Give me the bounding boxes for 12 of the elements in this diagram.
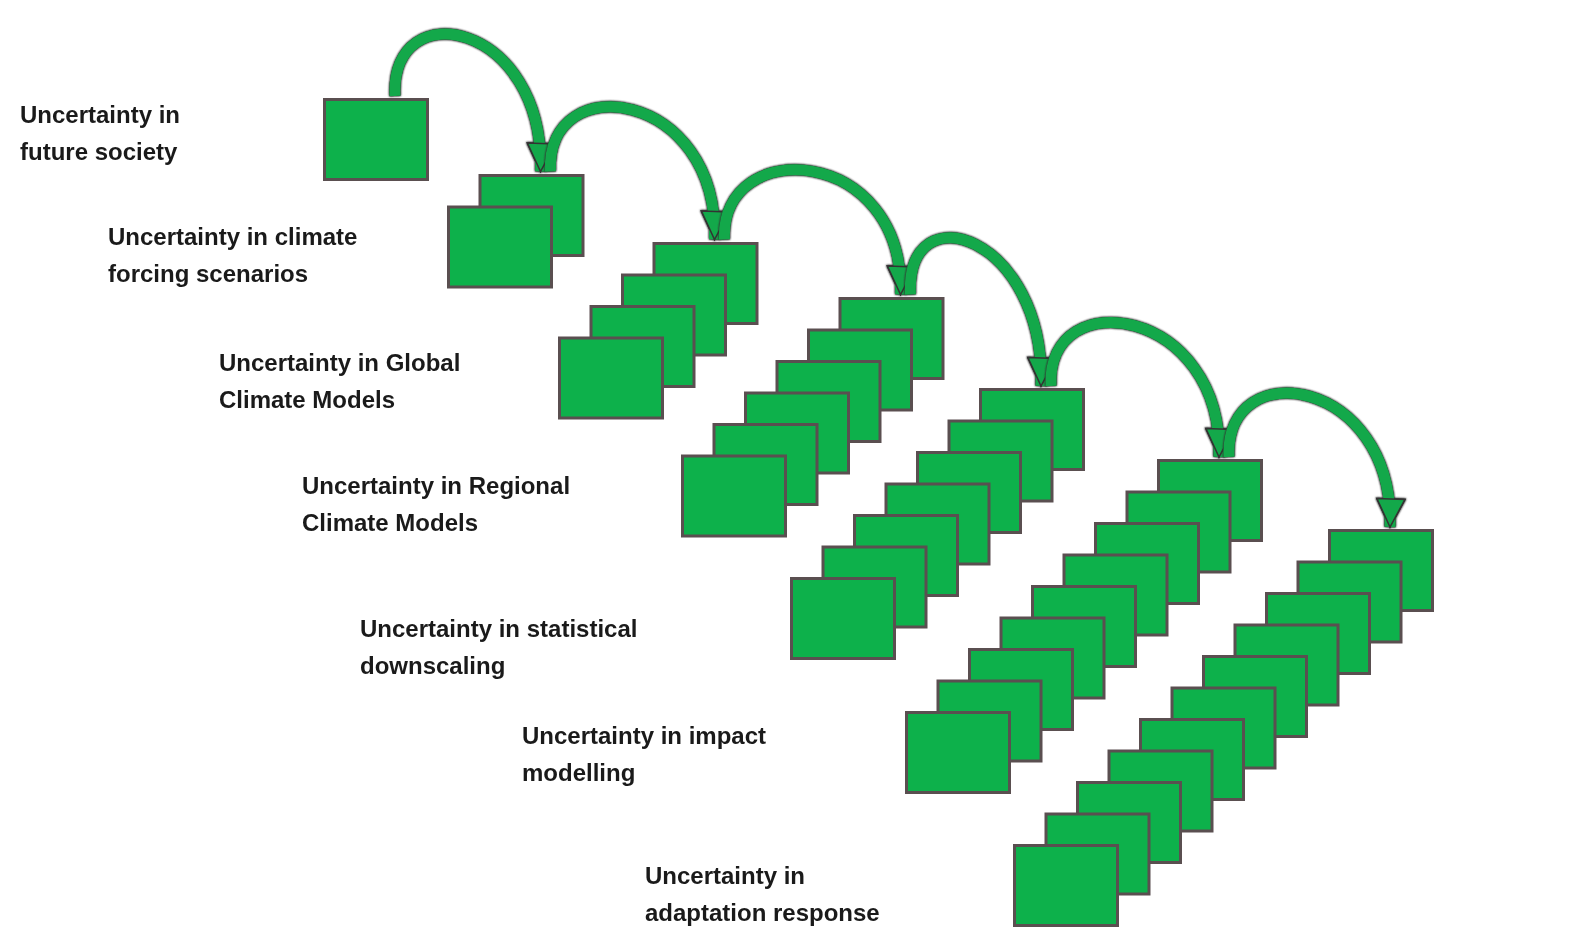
stacked-squares	[1013, 529, 1434, 927]
stacked-squares	[558, 241, 759, 419]
stage-label: Uncertainty in impact modelling	[522, 721, 768, 788]
stage-label: Uncertainty in climate forcing scenarios	[108, 222, 359, 289]
stage-label: Uncertainty in statistical downscaling	[360, 614, 639, 681]
stacked-squares	[447, 173, 585, 288]
curved-arrow	[1223, 387, 1403, 528]
stage-label: Uncertainty in Regional Climate Models	[302, 471, 572, 538]
stage-label: Uncertainty in adaptation response	[645, 861, 881, 928]
stacked-squares	[323, 98, 429, 181]
stage-label: Uncertainty in Global Climate Models	[219, 348, 462, 415]
stage-label: Uncertainty in future society	[20, 100, 182, 167]
